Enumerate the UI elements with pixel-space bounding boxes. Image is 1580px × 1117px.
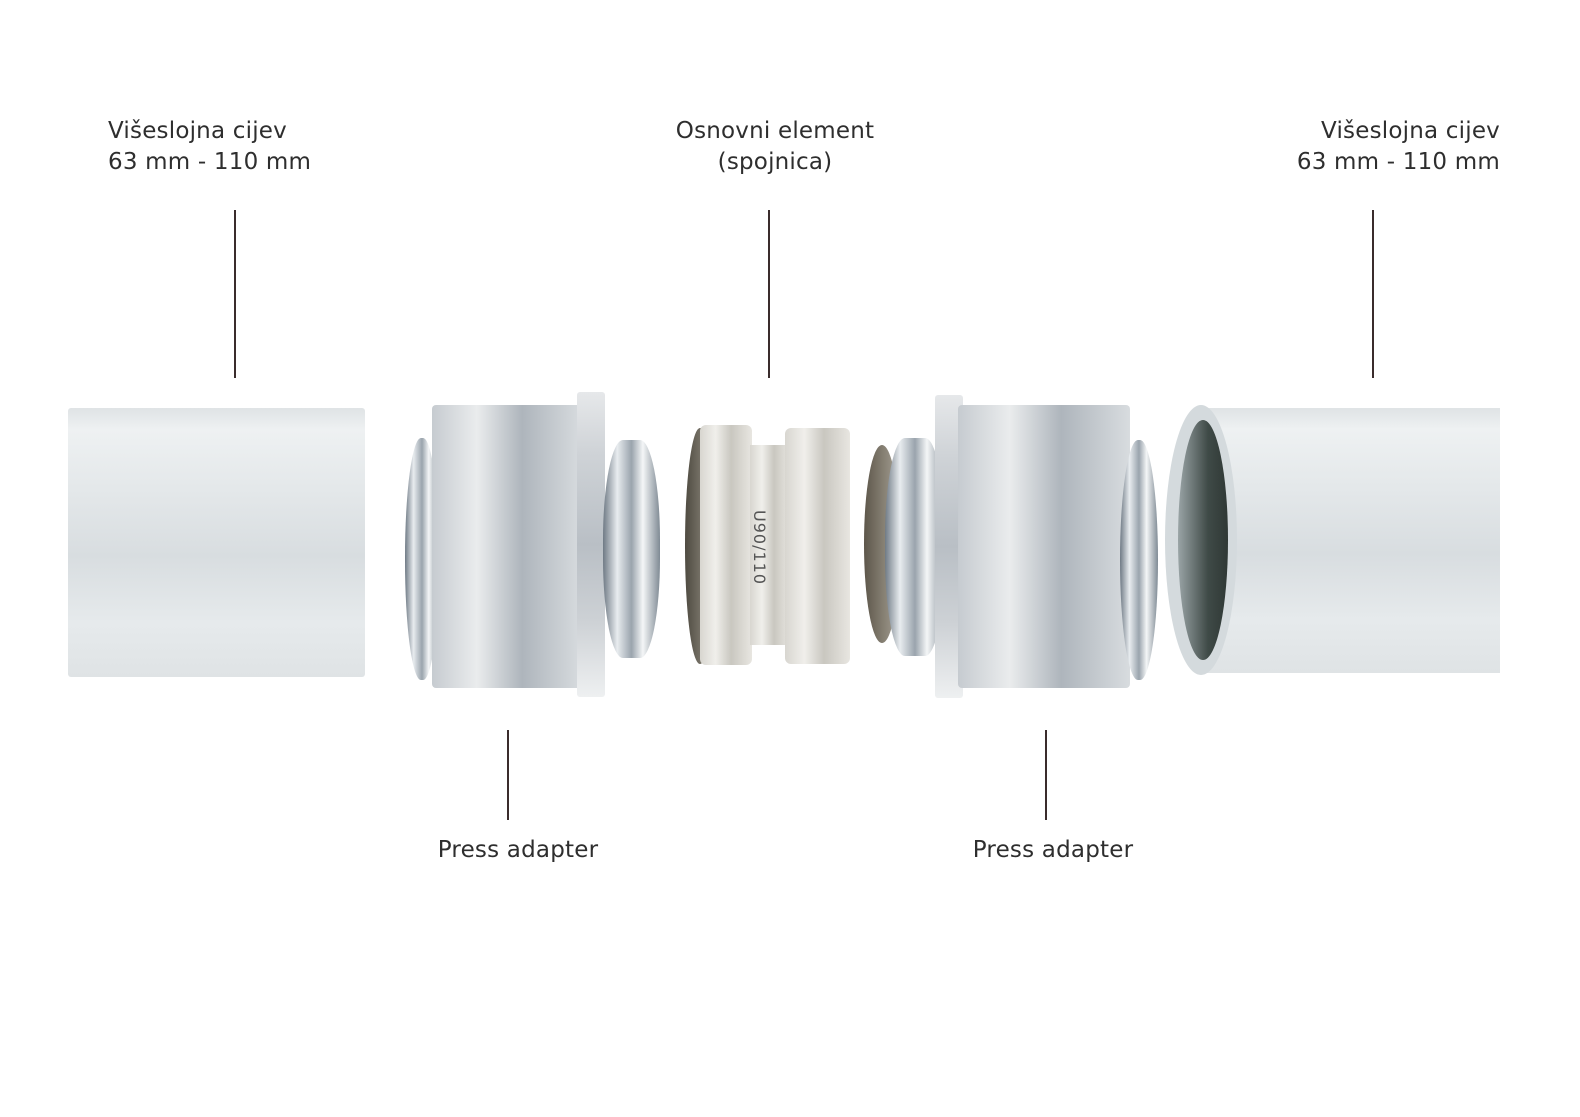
- label-coupling-line1: Osnovni element: [675, 118, 875, 144]
- label-pipe-right: Višeslojna cijev 63 mm - 110 mm: [1297, 116, 1500, 178]
- coupling-ring-left: [700, 425, 752, 665]
- label-pipe-right-line1: Višeslojna cijev: [1321, 118, 1500, 144]
- multilayer-pipe-right-body: [1200, 408, 1500, 673]
- leader-line-press-adapter-left: [507, 730, 509, 820]
- press-adapter-left-thread: [603, 440, 660, 658]
- label-press-adapter-left: Press adapter: [437, 837, 599, 863]
- label-press-adapter-right: Press adapter: [972, 837, 1134, 863]
- press-adapter-left-flange: [577, 392, 605, 697]
- label-pipe-left: Višeslojna cijev 63 mm - 110 mm: [108, 116, 311, 178]
- leader-line-pipe-right: [1372, 210, 1374, 378]
- press-adapter-left-body: [432, 405, 582, 688]
- press-adapter-right-sleeve-ring: [1120, 440, 1158, 680]
- multilayer-pipe-left: [68, 408, 365, 677]
- press-adapter-right-body: [958, 405, 1130, 688]
- coupling-center: [750, 445, 790, 645]
- leader-line-coupling: [768, 210, 770, 378]
- coupling-engraving: U90/110: [750, 510, 769, 585]
- label-pipe-left-line2: 63 mm - 110 mm: [108, 149, 312, 175]
- leader-line-pipe-left: [234, 210, 236, 378]
- label-pipe-left-line1: Višeslojna cijev: [108, 118, 287, 144]
- label-coupling: Osnovni element (spojnica): [575, 116, 975, 178]
- leader-line-press-adapter-right: [1045, 730, 1047, 820]
- coupling-ring-right: [785, 428, 850, 664]
- multilayer-pipe-right-bore: [1178, 420, 1228, 660]
- label-pipe-right-line2: 63 mm - 110 mm: [1296, 149, 1500, 175]
- label-coupling-line2: (spojnica): [717, 149, 833, 175]
